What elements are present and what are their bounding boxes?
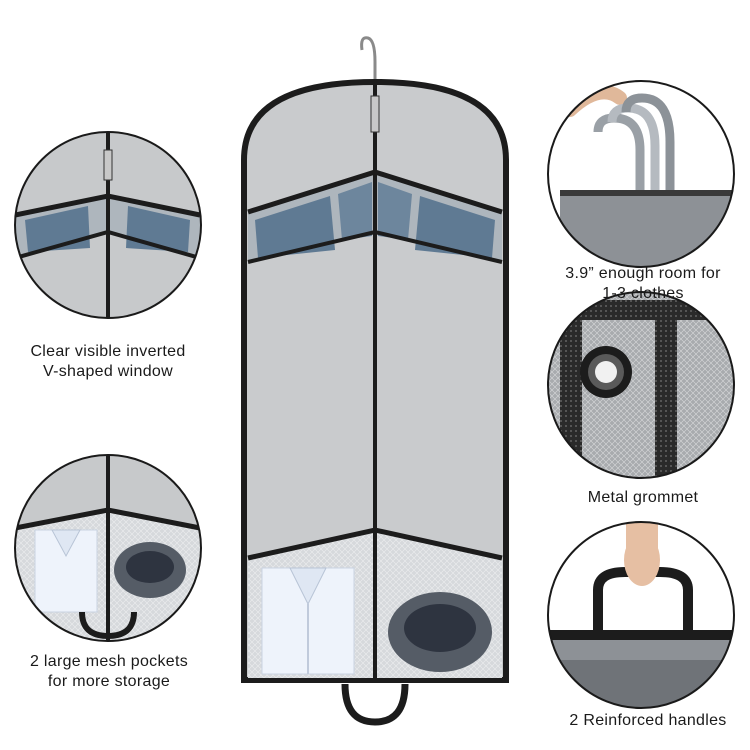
hanger-room-caption-line-1: 3.9” enough room for (565, 265, 721, 282)
pockets-closeup (14, 454, 202, 642)
pockets-caption-line-1: 2 large mesh pockets (29, 653, 189, 670)
handles-caption-line-1: 2 Reinforced handles (569, 712, 727, 729)
hanger-room-caption: 3.9” enough room for 1-3 clothes (548, 264, 738, 304)
handles-caption: 2 Reinforced handles (548, 711, 748, 731)
grommet-caption: Metal grommet (548, 488, 738, 508)
window-caption-line-2: V-shaped window (43, 363, 173, 380)
garment-bag (241, 36, 509, 726)
grommet-caption-line-1: Metal grommet (587, 489, 699, 506)
pockets-caption-line-2: for more storage (47, 673, 171, 690)
grommet-closeup (547, 291, 735, 479)
hanger-icon (360, 36, 377, 88)
hangers-closeup (547, 80, 735, 268)
hanger-room-caption-line-2: 1-3 clothes (602, 285, 684, 302)
grommet-icon (580, 346, 632, 398)
pockets-caption: 2 large mesh pockets for more storage (14, 652, 204, 692)
bottom-handle (341, 683, 409, 726)
handles-closeup (547, 521, 735, 709)
window-closeup (14, 131, 202, 319)
window-caption: Clear visible inverted V-shaped window (18, 342, 198, 382)
window-caption-line-1: Clear visible inverted (30, 343, 186, 360)
